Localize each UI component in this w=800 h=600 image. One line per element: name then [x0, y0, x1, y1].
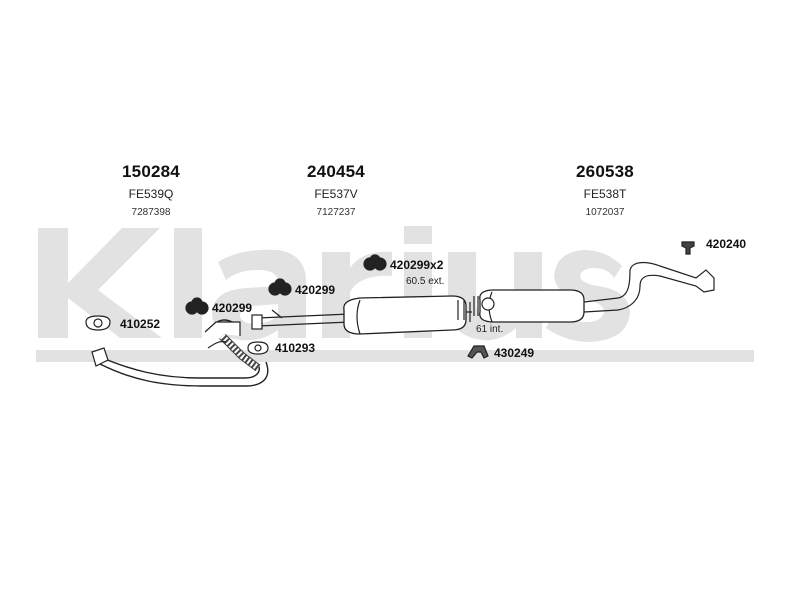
part-code-rear-silencer: FE538T [583, 187, 627, 201]
callout-410252: 410252 [120, 317, 161, 331]
note-int-diameter: 61 int. [476, 324, 504, 335]
part-number-rear-silencer: 260538 [576, 162, 634, 181]
clamp-430249 [467, 345, 489, 359]
callout-420240: 420240 [706, 237, 747, 251]
clamp-marks [457, 296, 479, 322]
part-number-front-pipe: 150284 [122, 162, 180, 181]
callout-420299-b: 420299 [295, 283, 336, 297]
rear-silencer [479, 261, 715, 323]
callout-420299-a: 420299 [212, 301, 253, 315]
oe-number-middle-silencer: 7127237 [316, 207, 356, 218]
hanger-420240 [681, 241, 695, 255]
middle-silencer [251, 295, 472, 335]
note-ext-diameter: 60.5 ext. [406, 276, 445, 287]
gasket-410252 [85, 315, 111, 331]
callout-430249: 430249 [494, 346, 535, 360]
part-code-front-pipe: FE539Q [128, 187, 174, 201]
callout-410293: 410293 [275, 341, 316, 355]
oe-number-rear-silencer: 1072037 [585, 207, 625, 218]
rubber-mount-420299-a [185, 297, 209, 315]
gasket-410293 [247, 341, 269, 355]
part-code-middle-silencer: FE537V [314, 187, 358, 201]
rubber-mount-420299-b [268, 278, 292, 296]
part-number-middle-silencer: 240454 [307, 162, 365, 181]
front-pipe [91, 319, 269, 387]
rubber-mount-420299x2 [363, 254, 387, 271]
callout-420299x2: 420299x2 [390, 258, 444, 272]
oe-number-front-pipe: 7287398 [131, 207, 171, 218]
